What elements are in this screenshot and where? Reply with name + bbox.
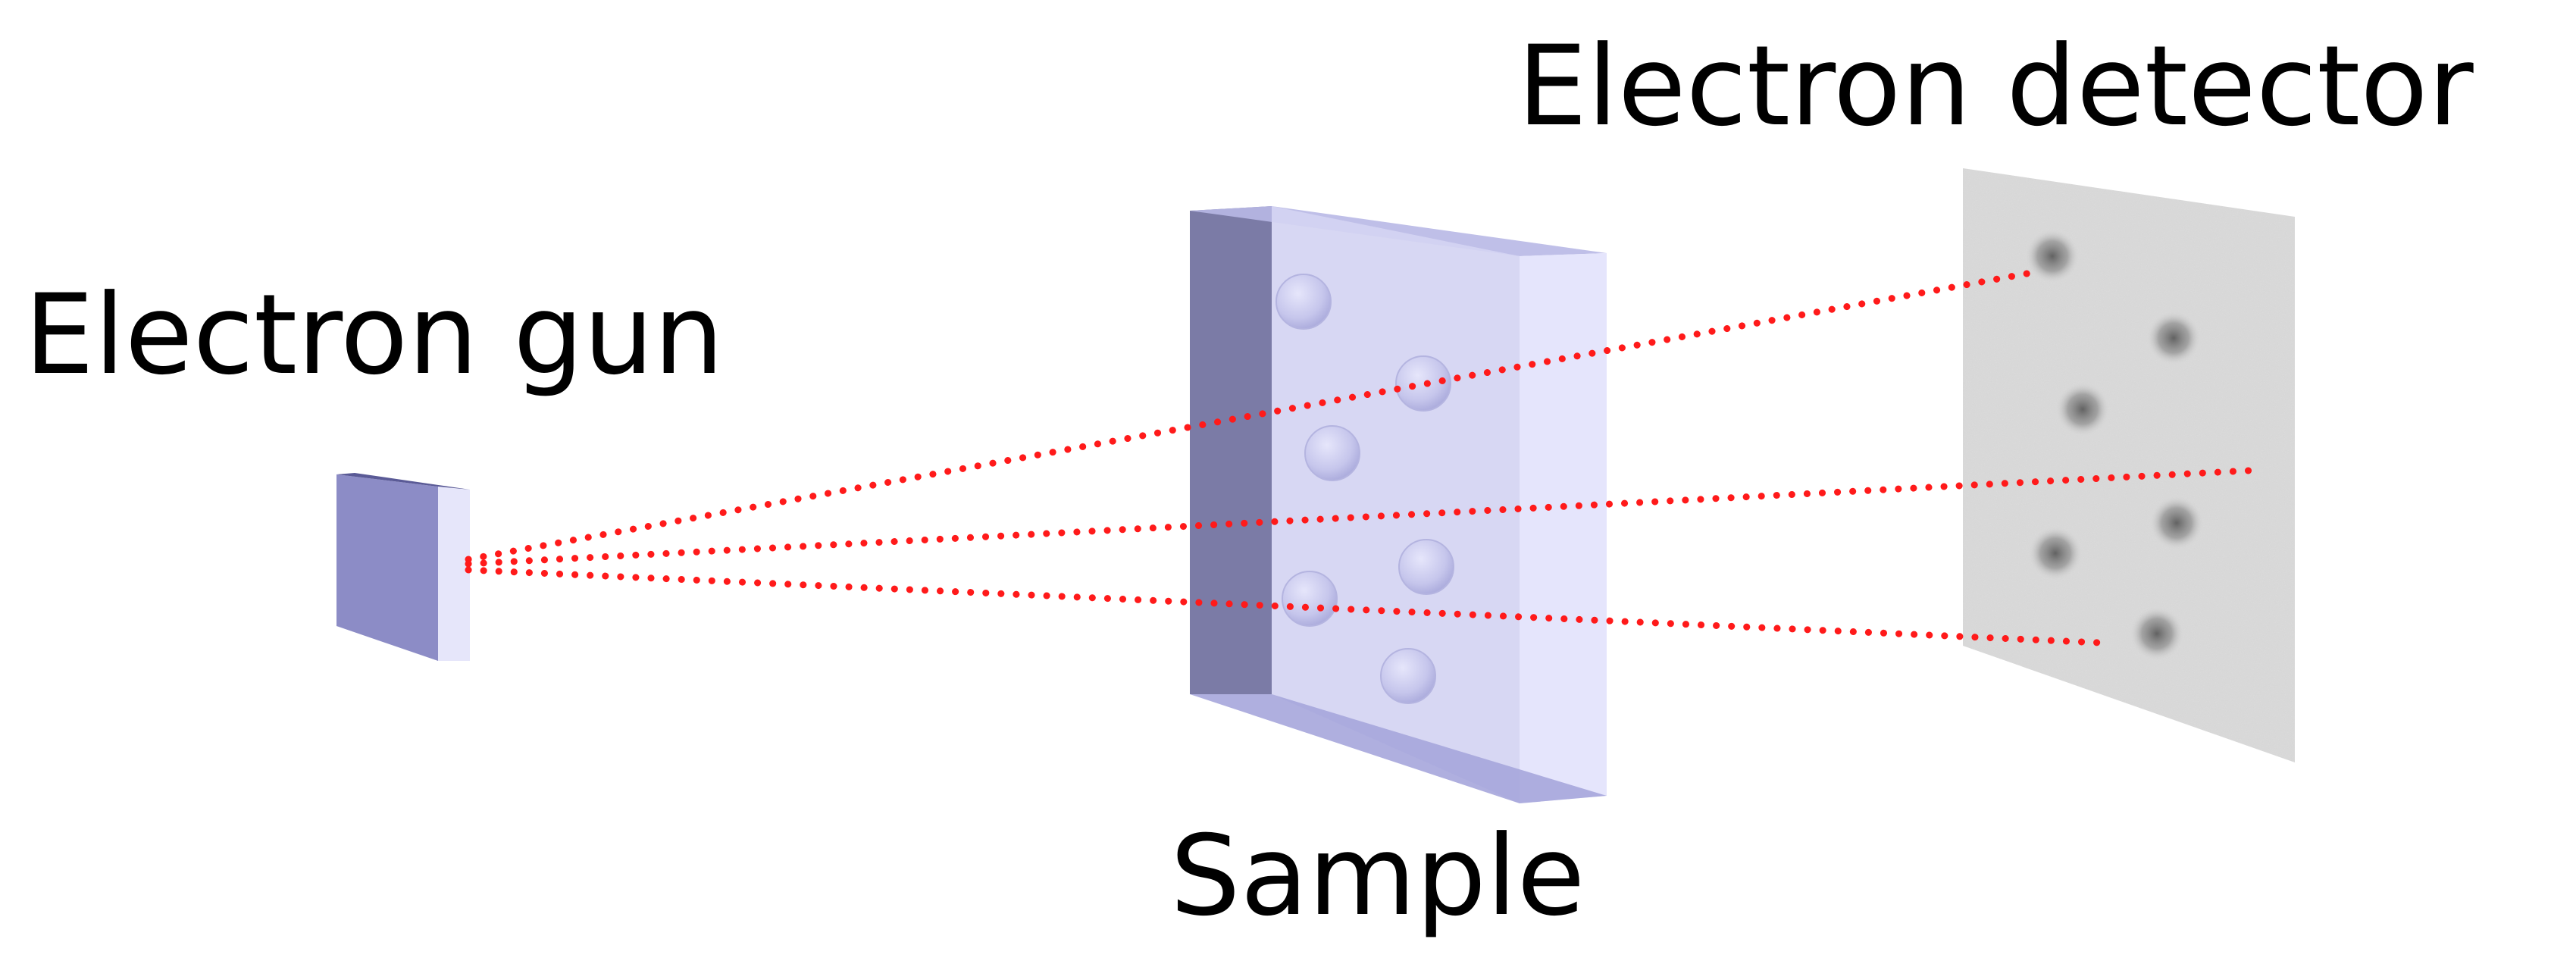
gun-edge-face — [438, 487, 470, 661]
detector-screen — [1963, 168, 2295, 762]
diffraction-spots — [2025, 229, 2204, 661]
sample-particle — [1282, 571, 1338, 627]
detector-screen-icon — [1963, 168, 2295, 762]
gun-front-face — [336, 474, 438, 661]
gun-top-edge — [336, 473, 470, 490]
sample-slab-icon — [1190, 206, 1607, 803]
electron-beams — [465, 269, 2266, 646]
electron-gun-icon — [336, 473, 470, 661]
sample-side-face — [1190, 206, 1272, 694]
sample-front-face — [1272, 206, 1520, 803]
electron-detector-label: Electron detector — [1517, 22, 2474, 151]
diffraction-spot — [2146, 311, 2201, 365]
diffraction-spot — [2130, 606, 2184, 661]
electron-beam — [465, 466, 2266, 568]
sample-particle — [1275, 274, 1332, 330]
sample-particle — [1395, 355, 1451, 412]
electron-beam — [465, 269, 2035, 563]
sample-particle — [1398, 539, 1454, 595]
diffraction-spot — [2025, 229, 2080, 283]
sample-particle — [1380, 648, 1436, 704]
sample-bottom-face — [1190, 694, 1607, 803]
sample-edge-face — [1520, 253, 1607, 803]
sample-particle — [1304, 425, 1360, 481]
diffraction-spot — [2028, 526, 2083, 581]
sample-label: Sample — [1170, 812, 1585, 941]
electron-gun-label: Electron gun — [24, 271, 724, 399]
diffraction-spot — [2055, 382, 2110, 437]
diffraction-spot — [2149, 496, 2204, 550]
sample-particles — [1275, 274, 1454, 704]
electron-beam — [465, 566, 2103, 646]
